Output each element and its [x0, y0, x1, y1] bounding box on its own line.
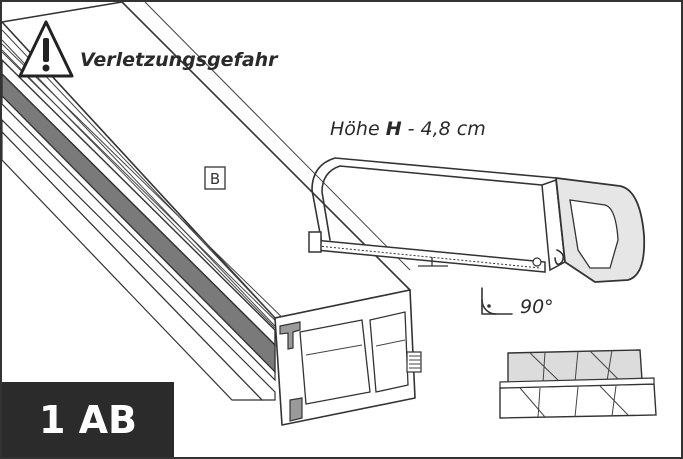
right-angle-icon: [481, 287, 513, 315]
height-instruction: Höhe H - 4,8 cm: [330, 118, 486, 140]
height-suffix: - 4,8 cm: [402, 118, 486, 140]
height-symbol: H: [386, 118, 402, 140]
profile-label-box: B: [204, 166, 226, 190]
step-label: 1 AB: [39, 398, 137, 442]
hacksaw-icon: [308, 157, 646, 283]
step-badge: 1 AB: [2, 382, 174, 457]
profile-rail: [1, 1, 422, 426]
miter-box-icon: [499, 349, 657, 419]
warning-triangle-icon: [18, 20, 74, 78]
warning-text: Verletzungsgefahr: [80, 49, 279, 71]
angle-text: 90°: [520, 296, 554, 318]
profile-label: B: [210, 170, 220, 188]
height-prefix: Höhe: [330, 118, 386, 140]
